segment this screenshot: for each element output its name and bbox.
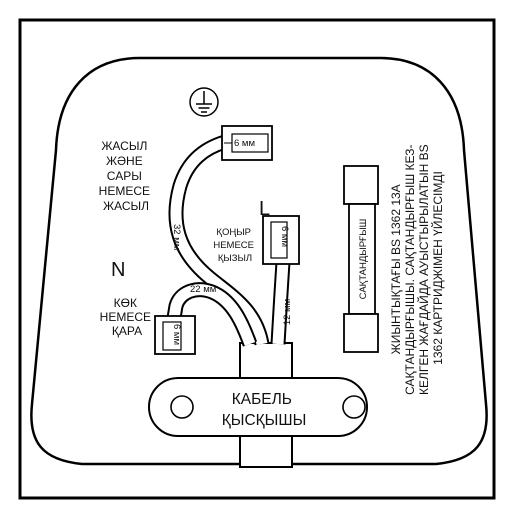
fuse-note: ЖИЫНТЫҚТАҒЫ BS 1362 13A САҚТАНДЫРҒЫШЫ. С… [389, 141, 445, 395]
clamp-screw-left [170, 395, 194, 419]
earth-length-measure: 32 мм [171, 224, 182, 250]
neutral-terminal [154, 315, 196, 355]
outer-frame [18, 18, 496, 500]
fuse-label: САҚТАНДЫРҒЫШ [358, 219, 369, 300]
fuse [343, 165, 379, 353]
earth-strip-measure: 6 мм [234, 138, 255, 149]
clamp-screw-right [342, 395, 366, 419]
live-terminal [262, 215, 300, 265]
live-length-measure: 12 мм [282, 299, 293, 325]
live-strip-measure: 6 мм [279, 226, 290, 247]
neutral-length-measure: 22 мм [190, 284, 216, 295]
earth-symbol-icon [189, 87, 219, 117]
neutral-letter: N [111, 259, 125, 281]
live-letter: L [259, 198, 270, 220]
neutral-strip-measure: 6 мм [171, 324, 182, 345]
live-wire-label: ҚОҢЫР НЕМЕСЕ ҚЫЗЫЛ [213, 227, 256, 264]
plug-body-outline [30, 56, 488, 466]
neutral-wire-label: КӨК НЕМЕСЕ ҚАРА [100, 296, 155, 338]
earth-terminal [221, 125, 273, 161]
cable-clamp-label: КАБЕЛЬ ҚЫСҚЫШЫ [222, 391, 307, 429]
cable-clamp [148, 377, 368, 437]
earth-wire-label: ЖАСЫЛ ЖӘНЕ САРЫ НЕМЕСЕ ЖАСЫЛ [99, 139, 154, 213]
